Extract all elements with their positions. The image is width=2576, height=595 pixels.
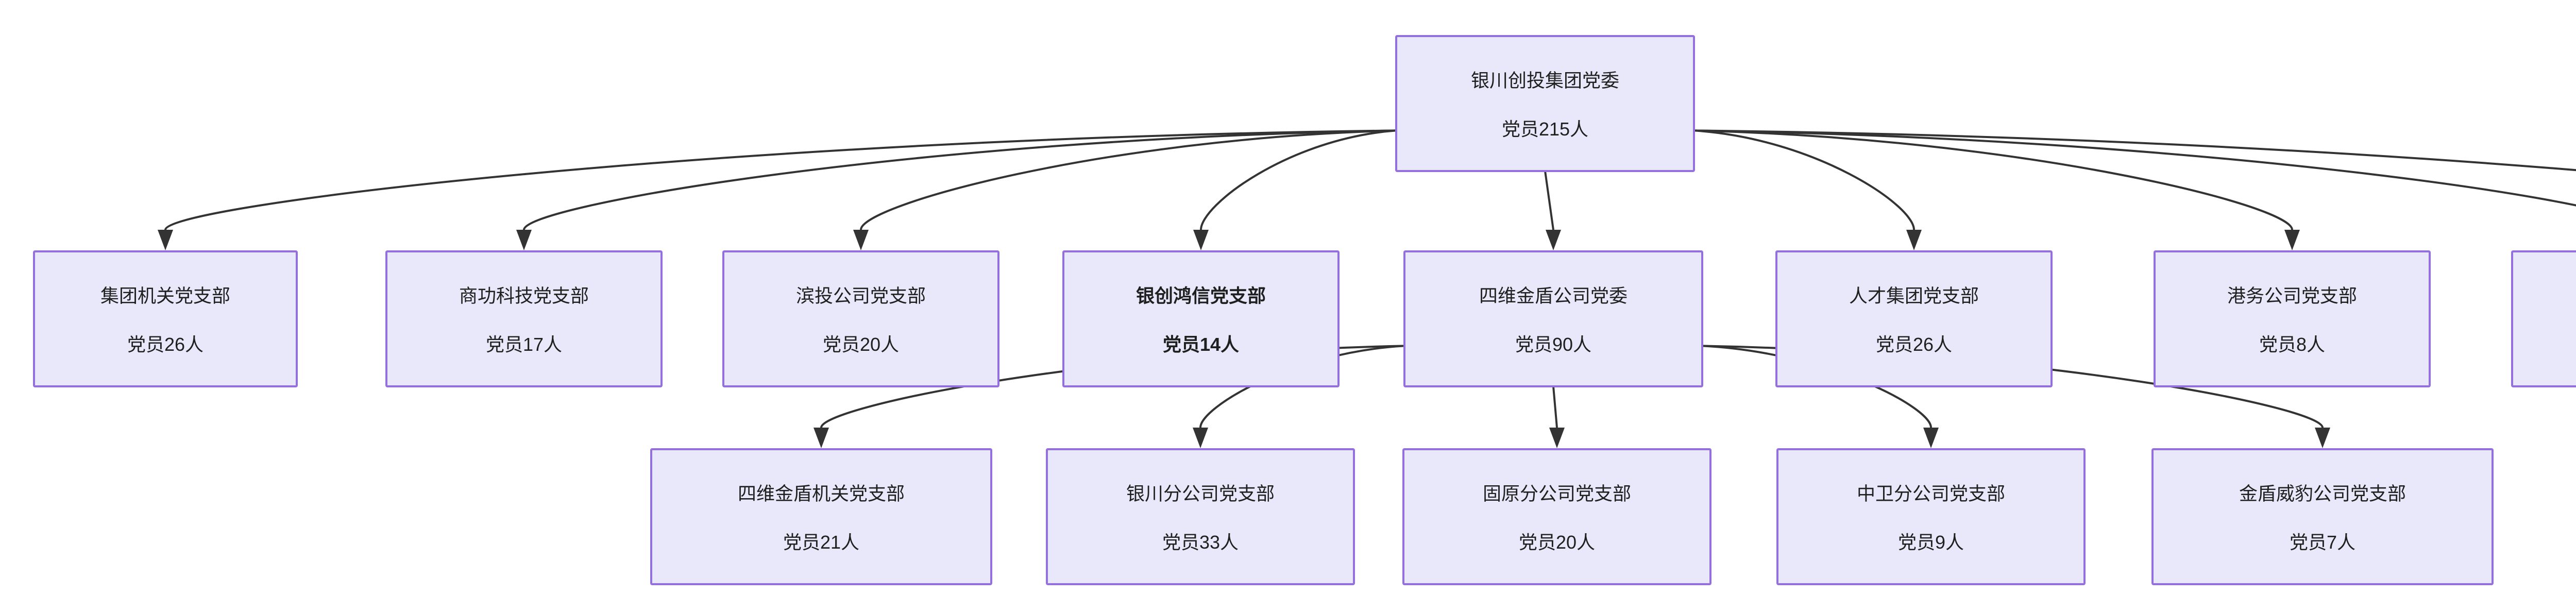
- edge-root-to-sgkj: [516, 129, 1397, 250]
- node-name-swjdjg: 四维金盾机关党支部: [738, 483, 905, 504]
- node-name-sgkj: 商功科技党支部: [459, 285, 589, 307]
- edge-root-to-gwgs: [1693, 129, 2300, 250]
- node-box-jdwb[interactable]: [2151, 448, 2494, 585]
- node-members-swjd: 党员90人: [1515, 334, 1591, 355]
- edge-root-to-swjd: [1544, 171, 1561, 250]
- node-members-jtjg: 党员26人: [127, 334, 204, 355]
- node-members-gwgs: 党员8人: [2259, 334, 2325, 355]
- node-name-btgs: 滨投公司党支部: [796, 285, 926, 307]
- node-box-rcjt[interactable]: [1775, 250, 2053, 387]
- edge-root-to-btgs: [853, 129, 1397, 250]
- node-name-jtjg: 集团机关党支部: [100, 285, 230, 307]
- edge-swjd-to-gyfgs: [1549, 386, 1565, 448]
- node-name-rcjt: 人才集团党支部: [1849, 285, 1979, 307]
- node-name-gwgs: 港务公司党支部: [2227, 285, 2357, 307]
- node-members-swjdjg: 党员21人: [783, 532, 859, 553]
- node-name-zwfgs: 中卫分公司党支部: [1857, 483, 2005, 504]
- node-members-zwfgs: 党员9人: [1898, 532, 1964, 553]
- node-box-gyfgs[interactable]: [1402, 448, 1711, 585]
- node-members-ycfgs: 党员33人: [1162, 532, 1239, 553]
- node-box-ycfgs[interactable]: [1046, 448, 1355, 585]
- node-name-ychx: 银创鸿信党支部: [1136, 285, 1266, 307]
- node-box-sgkj[interactable]: [385, 250, 663, 387]
- node-box-ychx[interactable]: [1062, 250, 1340, 387]
- node-box-rzgs[interactable]: [2511, 250, 2576, 387]
- node-box-root[interactable]: [1395, 35, 1695, 172]
- node-box-jtjg[interactable]: [33, 250, 298, 387]
- node-box-swjd[interactable]: [1403, 250, 1703, 387]
- node-members-root: 党员215人: [1502, 118, 1588, 140]
- node-box-swjdjg[interactable]: [650, 448, 992, 585]
- node-name-swjd: 四维金盾公司党委: [1479, 285, 1628, 307]
- node-name-ycfgs: 银川分公司党支部: [1126, 483, 1275, 504]
- node-rzgs[interactable]: 人资公司党支部党员5人: [2511, 250, 2576, 387]
- node-name-gyfgs: 固原分公司党支部: [1483, 483, 1631, 504]
- node-box-btgs[interactable]: [722, 250, 999, 387]
- node-members-rcjt: 党员26人: [1876, 334, 1952, 355]
- node-members-ychx: 党员14人: [1163, 334, 1239, 355]
- edge-root-to-rzgs: [1693, 129, 2576, 207]
- edge-root-to-ldgs: [1693, 129, 2576, 172]
- nodes-layer: 银川创投集团党委党员215人集团机关党支部党员26人商功科技党支部党员17人滨投…: [33, 35, 2576, 585]
- node-members-sgkj: 党员17人: [486, 334, 562, 355]
- node-box-gwgs[interactable]: [2154, 250, 2431, 387]
- edge-root-to-jtjg: [158, 129, 1397, 250]
- edge-root-to-ychx: [1193, 129, 1397, 250]
- node-members-gyfgs: 党员20人: [1519, 532, 1595, 553]
- node-members-btgs: 党员20人: [823, 334, 899, 355]
- node-members-jdwb: 党员7人: [2290, 532, 2355, 553]
- node-name-root: 银川创投集团党委: [1471, 70, 1619, 91]
- edge-root-to-rcjt: [1693, 129, 1922, 250]
- node-box-zwfgs[interactable]: [1776, 448, 2086, 585]
- node-name-jdwb: 金盾威豹公司党支部: [2239, 483, 2406, 504]
